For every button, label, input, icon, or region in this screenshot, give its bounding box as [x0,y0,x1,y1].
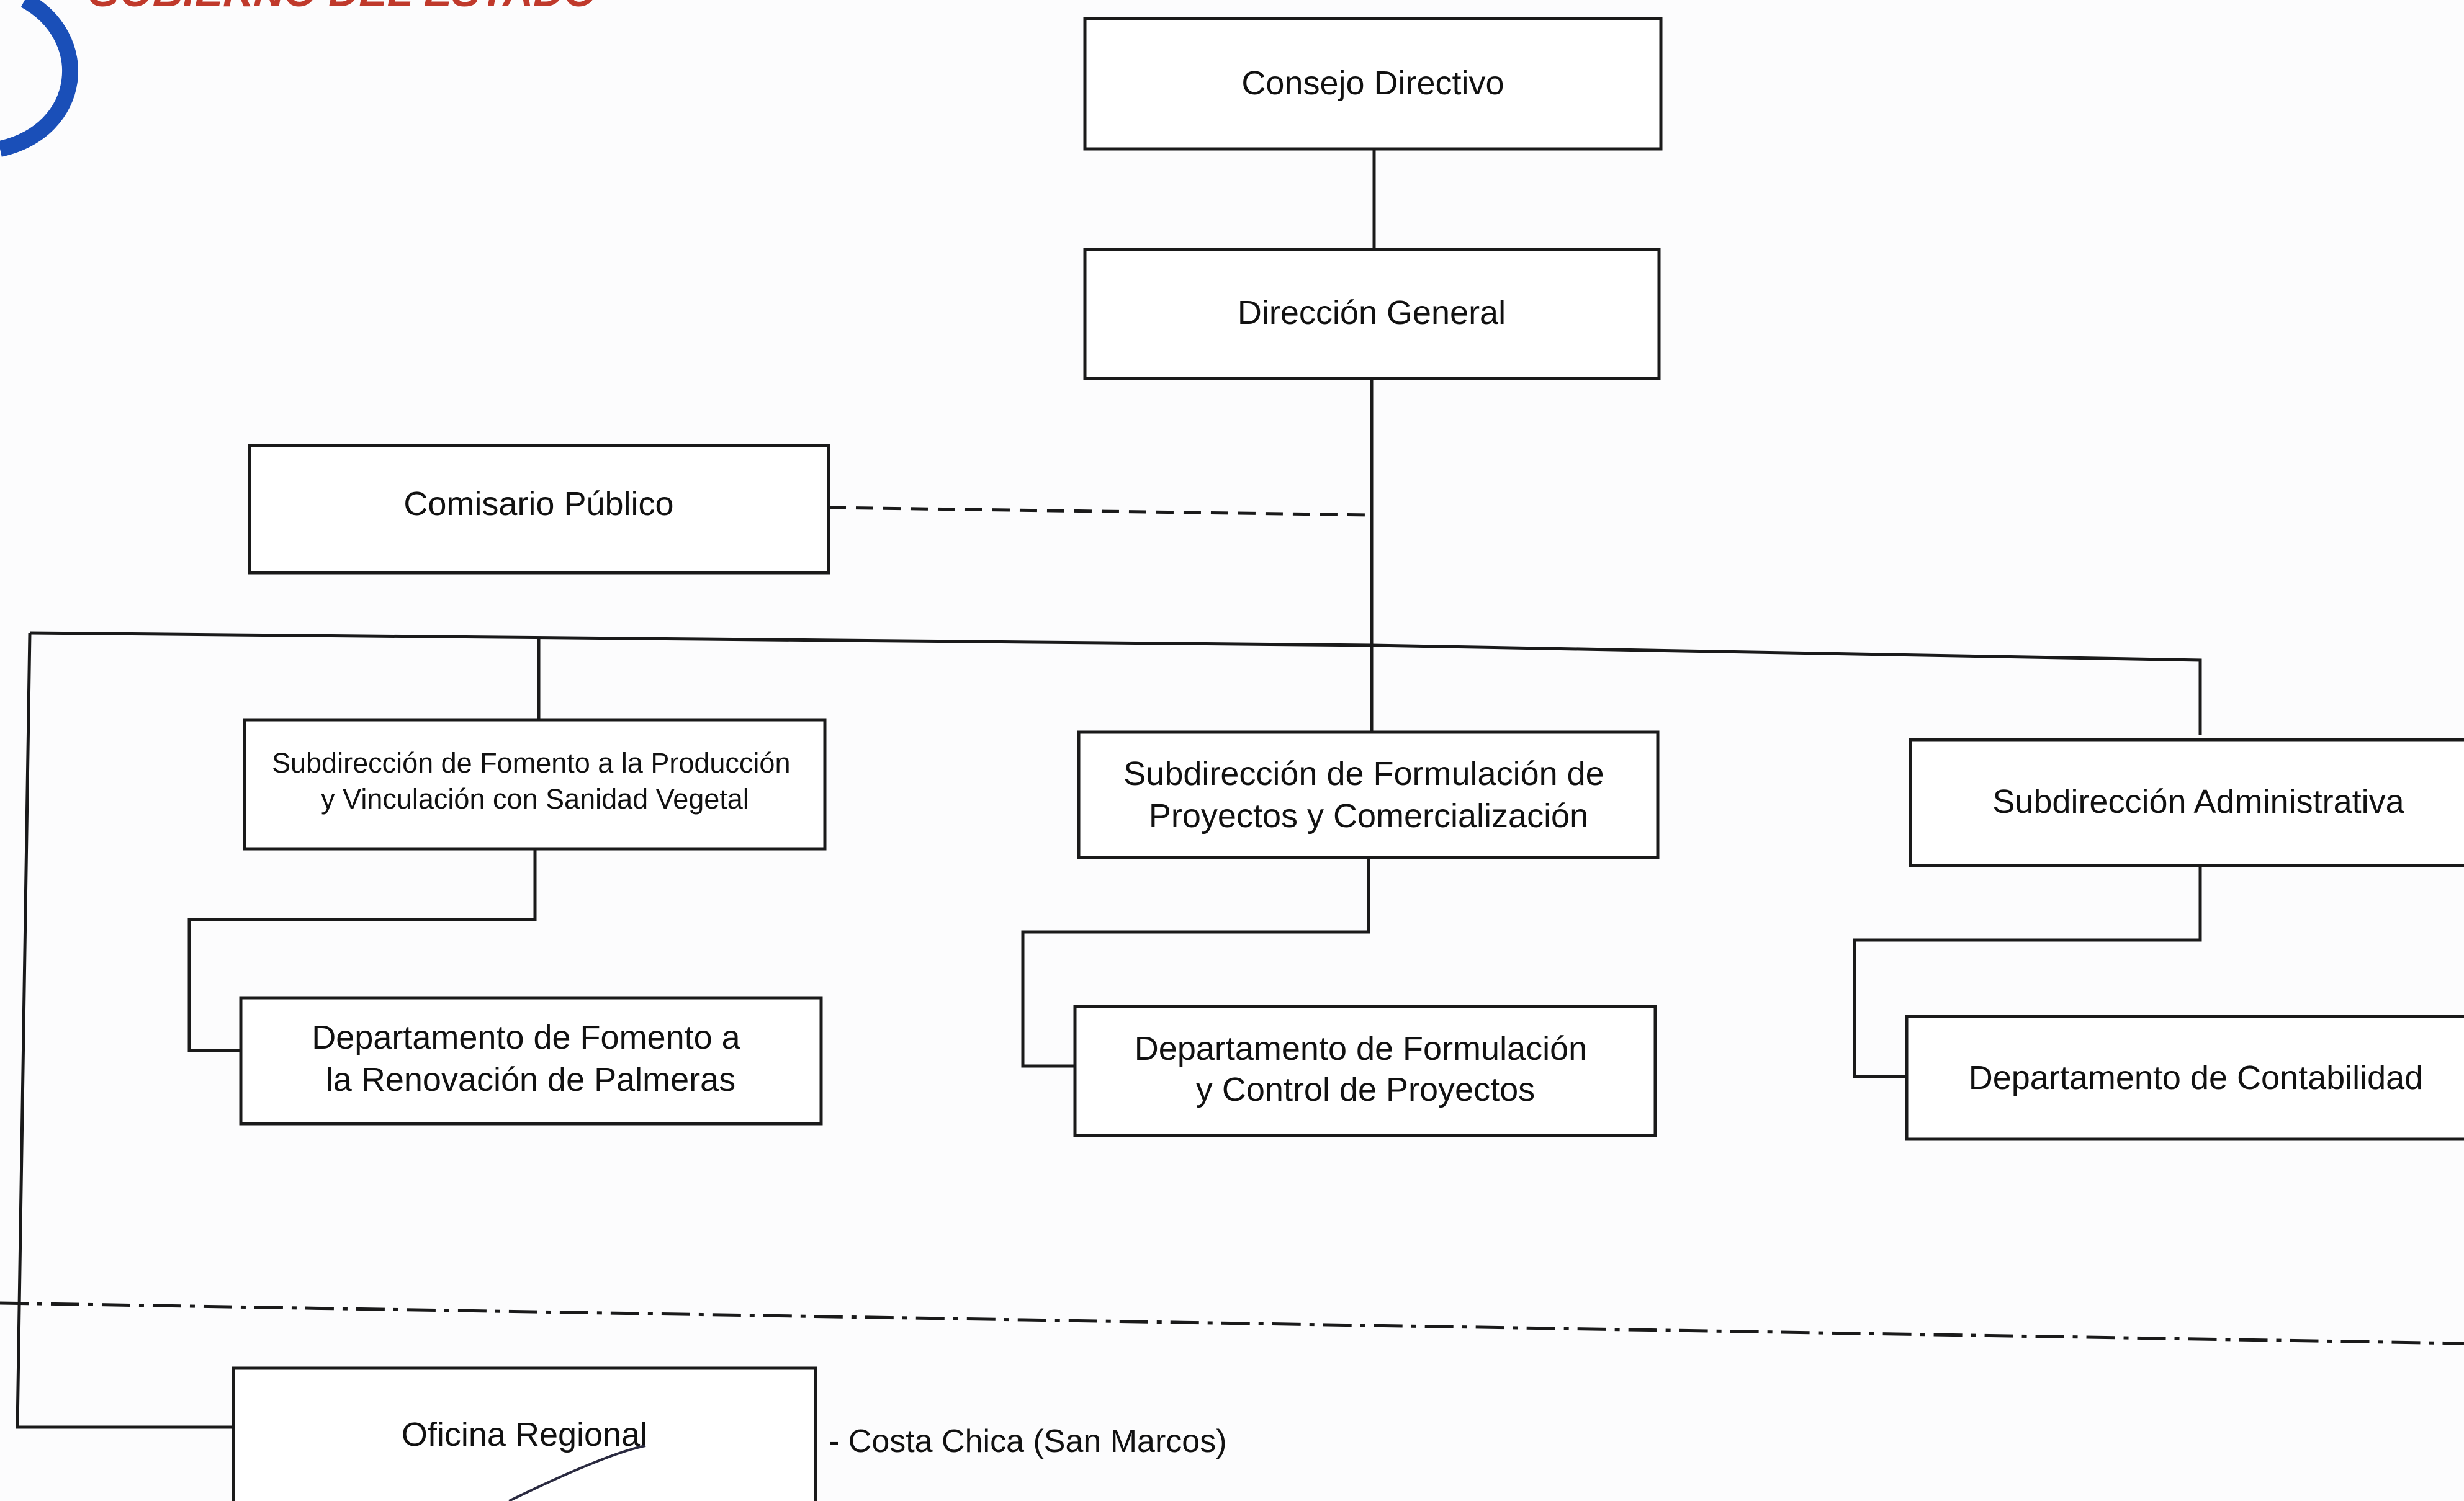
connector-formulacion-departamento [1021,858,1370,1068]
label-subdireccion-fomento: Subdirección de Fomento a la Producción … [272,747,798,815]
box-subdireccion-administrativa [1909,738,2464,867]
connectors [0,149,2464,1429]
seal-text: GOBIERNO DEL ESTADO [87,0,596,16]
box-subdireccion-fomento [243,718,827,851]
box-direccion-general [1083,248,1661,380]
seal-arc [0,0,78,157]
label-direccion-general-line-1: Dirección General [1238,294,1506,331]
label-subdireccion-fomento-line-1: Subdirección de Fomento a la Producción [272,747,791,779]
label-subdireccion-fomento-line-2: y Vinculación con Sanidad Vegetal [321,783,749,815]
oficina-regional-note: - Costa Chica (San Marcos) [829,1423,1227,1459]
label-consejo-directivo: Consejo Directivo [1241,65,1504,102]
label-departamento-palmeras: Departamento de Fomento a la Renovación … [312,1019,749,1098]
label-departamento-contabilidad: Departamento de Contabilidad [1969,1059,2423,1096]
box-oficina-regional [232,1366,817,1501]
label-consejo-directivo-line-1: Consejo Directivo [1241,65,1504,102]
pen-stroke-mark [508,1445,646,1501]
horizontal-branch-bar [29,631,2202,735]
label-comisario-publico: Comisario Público [403,485,673,522]
label-oficina-regional-line-1: Oficina Regional [402,1416,647,1453]
label-direccion-general: Dirección General [1238,294,1506,331]
box-departamento-proyectos [1073,1005,1657,1137]
box-consejo-directivo [1083,17,1663,151]
boxes [232,17,2464,1501]
label-subdireccion-formulacion: Subdirección de Formulación de Proyectos… [1123,755,1613,835]
label-departamento-palmeras-line-1: Departamento de Fomento a [312,1019,740,1056]
label-departamento-contabilidad-line-1: Departamento de Contabilidad [1969,1059,2423,1096]
regional-divider-line [0,1301,2464,1345]
label-subdireccion-administrativa-line-1: Subdirección Administrativa [1992,783,2404,820]
label-departamento-proyectos: Departamento de Formulación y Control de… [1135,1030,1596,1108]
box-subdireccion-formulacion [1077,730,1660,859]
government-seal: GOBIERNO DEL ESTADO [0,0,596,157]
label-subdireccion-formulacion-line-1: Subdirección de Formulación de [1123,755,1604,792]
label-subdireccion-formulacion-line-2: Proyectos y Comercialización [1149,797,1588,835]
label-departamento-proyectos-line-2: y Control de Proyectos [1196,1071,1535,1108]
connector-to-oficina-regional [16,632,233,1429]
connector-fomento-departamento [187,849,537,1052]
box-departamento-palmeras [239,996,823,1126]
label-oficina-regional: Oficina Regional [402,1416,647,1453]
connector-administrativa-departamento [1853,866,2202,1078]
label-comisario-publico-line-1: Comisario Público [403,485,673,522]
label-subdireccion-administrativa: Subdirección Administrativa [1992,783,2404,820]
labels: Consejo Directivo Dirección General Comi… [272,65,2423,1459]
box-departamento-contabilidad [1905,1015,2464,1141]
label-departamento-palmeras-line-2: la Renovación de Palmeras [326,1061,735,1098]
box-comisario-publico [248,444,830,575]
label-departamento-proyectos-line-1: Departamento de Formulación [1135,1030,1587,1067]
connector-comisario-dashed [828,506,1372,517]
